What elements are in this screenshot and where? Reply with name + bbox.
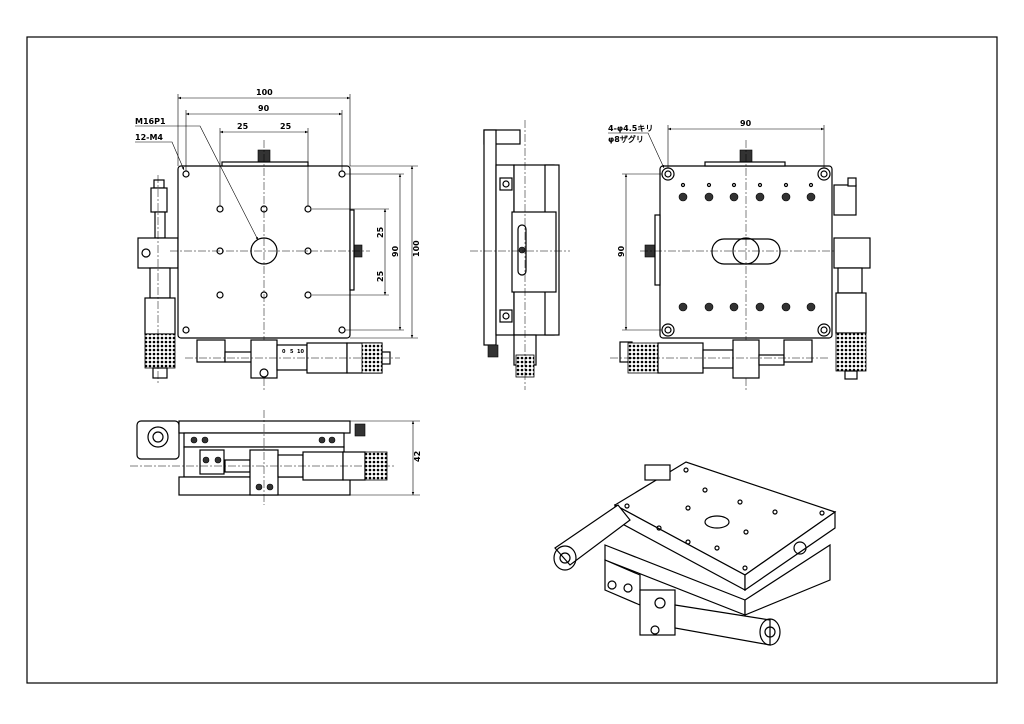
dimension-label: 4-φ4.5キリ <box>608 124 653 133</box>
bottom-view: 42 <box>130 410 422 505</box>
bottom-micrometer: 0 5 10 <box>185 339 400 379</box>
dimension-label: 0 <box>282 349 286 355</box>
dimension-label: 100 <box>256 88 273 97</box>
dimension-label: 10 <box>297 349 304 355</box>
dimension-label: φ8ザグリ <box>608 134 644 144</box>
isometric-view <box>553 461 837 646</box>
dimension-label: 100 <box>412 240 421 257</box>
dimension-label: 25 <box>376 226 385 238</box>
dimension-label: 25 <box>376 270 385 282</box>
dimension-label: M16P1 <box>135 117 166 126</box>
dimension-label: 25 <box>280 122 292 131</box>
screw-rows <box>678 182 816 312</box>
front-view: 0 5 10 100 90 25 25 100 90 25 25 M <box>135 88 421 390</box>
dimension-label: 25 <box>237 122 249 131</box>
dimension-label: 42 <box>413 451 422 462</box>
rear-view: 90 90 4-φ4.5キリ φ8ザグリ <box>608 119 871 390</box>
center-thread-hole <box>250 237 278 265</box>
tapped-holes <box>182 170 346 334</box>
dimension-label: 90 <box>391 245 400 257</box>
drawing-border <box>26 36 998 684</box>
side-view <box>470 120 570 390</box>
dimension-label: 90 <box>740 119 752 128</box>
dimension-label: 90 <box>617 245 626 257</box>
left-micrometer <box>137 175 179 385</box>
dimension-label: 12-M4 <box>135 133 163 142</box>
dimension-label: 5 <box>290 349 294 355</box>
dimension-label: 90 <box>258 104 270 113</box>
